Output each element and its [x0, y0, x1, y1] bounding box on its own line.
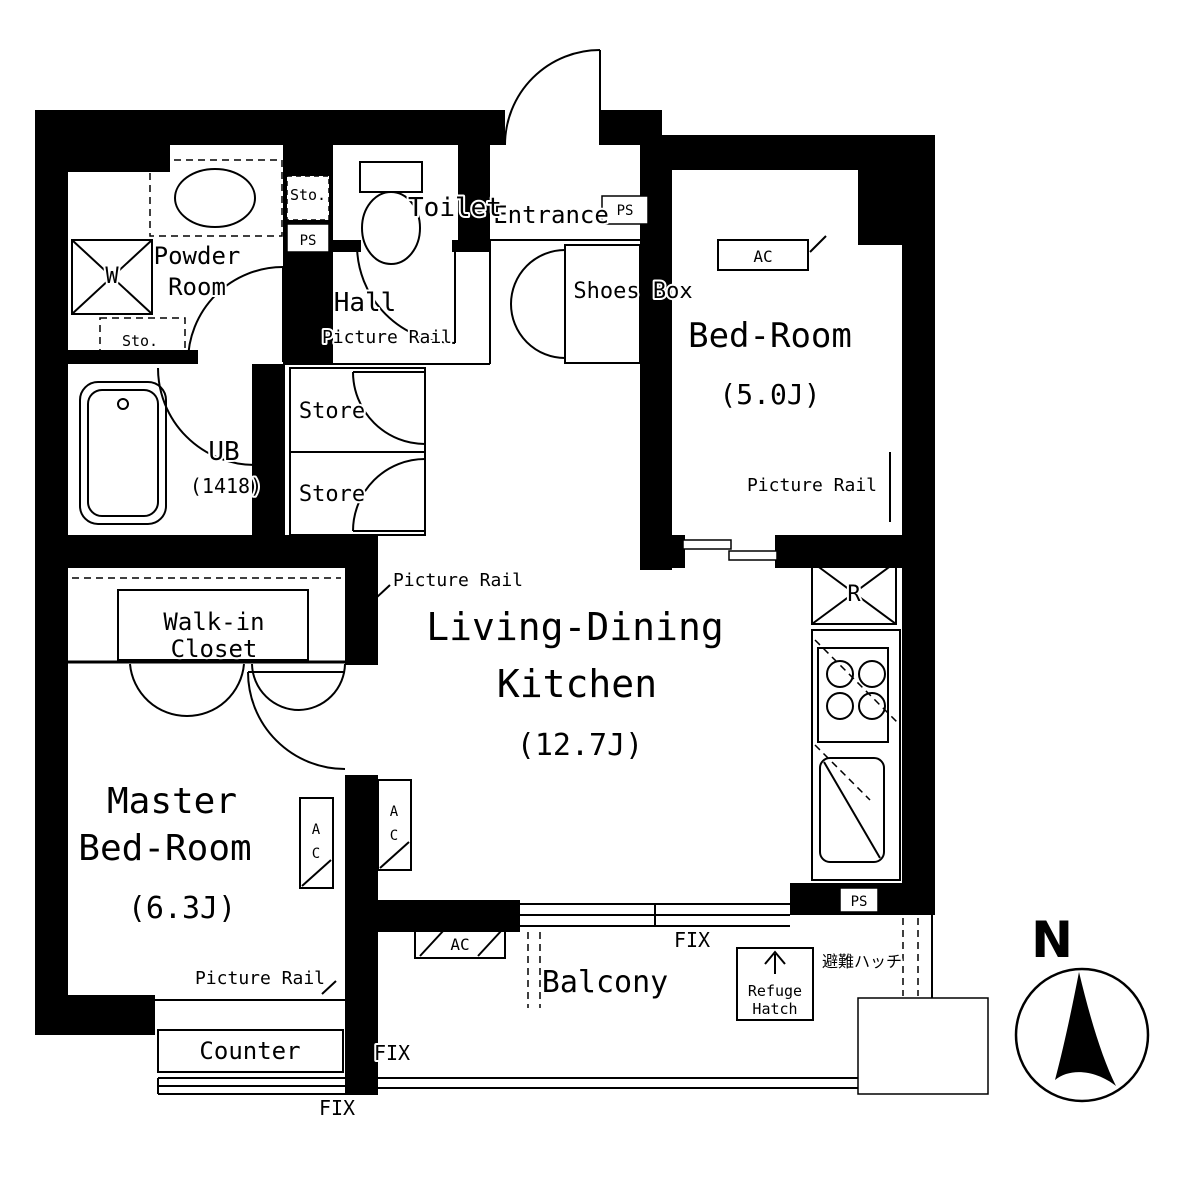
label-storage-left: Sto. [122, 332, 158, 350]
label-fix-balcony: FIX [674, 928, 710, 952]
label-ldk-2: Kitchen [497, 662, 657, 706]
label-picture-rail-master: Picture Rail [195, 968, 325, 989]
windows [157, 903, 932, 1095]
label-ac-balcony: AC [450, 935, 469, 954]
label-balcony: Balcony [542, 965, 668, 1000]
walk-in-closet-shelf [117, 589, 309, 661]
label-north: N [1031, 911, 1073, 969]
washing-machine-box [71, 239, 153, 315]
label-store-upper: Store [299, 399, 365, 424]
picture-rail-ticks [319, 340, 891, 995]
label-ub-name: UB [208, 437, 239, 467]
ac-unit-balcony [414, 927, 506, 959]
label-ac-master-outer-c: C [390, 828, 398, 844]
label-master-2: Bed-Room [78, 828, 251, 869]
kitchen-sink-fixture [819, 757, 885, 863]
counter-nook [157, 1029, 344, 1073]
compass [1014, 967, 1150, 1103]
bathtub-fixture [79, 381, 167, 525]
label-hall: Hall [334, 288, 397, 318]
walls [35, 110, 935, 1095]
label-ldk-1: Living-Dining [426, 605, 723, 649]
compass-needle-icon [1055, 972, 1116, 1086]
doors [129, 49, 778, 770]
pipe-space-boxes [286, 175, 879, 913]
label-master-1: Master [107, 781, 237, 822]
label-picture-rail-bedroom: Picture Rail [747, 475, 877, 496]
store-closets [289, 367, 426, 536]
label-ac-master-inner-a: A [312, 822, 321, 838]
refrigerator-box [811, 561, 897, 625]
label-pipe-space-top: PS [300, 233, 317, 249]
label-walk-in-closet-2: Closet [171, 635, 258, 663]
label-ac-master-outer-a: A [390, 804, 399, 820]
label-fix-counter-side: FIX [374, 1041, 410, 1065]
ac-unit-bedroom [717, 235, 827, 271]
label-counter: Counter [199, 1037, 300, 1065]
label-shoes-box: Shoes Box [573, 279, 692, 304]
label-refuge-hatch-jp: 避難ハッチ [822, 952, 902, 971]
label-bedroom-name: Bed-Room [688, 316, 852, 356]
label-refuge-hatch-2: Hatch [752, 1000, 797, 1018]
label-fix-counter-bottom: FIX [319, 1096, 355, 1120]
label-powder-room-1: Powder [154, 242, 241, 270]
exterior-service-box [857, 997, 989, 1095]
label-powder-room-2: Room [168, 273, 226, 301]
ac-unit-master-outer [377, 779, 412, 871]
label-picture-rail-hall: Picture Rail [322, 327, 452, 348]
label-refuge-hatch-1: Refuge [748, 982, 802, 1000]
label-toilet: Toilet [408, 193, 502, 223]
shoes-box-outline [564, 244, 641, 364]
stove-fixture [826, 660, 886, 720]
toilet-fixture [359, 161, 423, 265]
refuge-hatch-box [736, 947, 814, 1021]
label-master-size: (6.3J) [128, 891, 236, 926]
label-ac-master-inner-c: C [312, 846, 320, 862]
label-washing-machine: W [105, 264, 119, 289]
label-entrance: Entrance [493, 201, 609, 229]
label-ldk-size: (12.7J) [517, 728, 643, 763]
powder-sink-fixture [174, 168, 256, 228]
label-pipe-space-kitchen: PS [851, 894, 868, 910]
labels: Entrance Toilet Powder Room Hall Shoes B… [76, 184, 1073, 1122]
label-walk-in-closet-1: Walk-in [163, 608, 264, 636]
kitchen-counter [811, 629, 901, 881]
ac-unit-master-inner [299, 797, 334, 889]
label-storage-top: Sto. [290, 186, 326, 204]
label-store-lower: Store [299, 482, 365, 507]
label-pipe-space-entrance: PS [617, 203, 634, 219]
label-bedroom-size: (5.0J) [719, 378, 820, 411]
label-picture-rail-ldk: Picture Rail [393, 570, 523, 591]
label-ub-size: (1418) [190, 474, 262, 498]
label-ac-bedroom: AC [753, 247, 772, 266]
label-refrigerator: R [847, 582, 861, 607]
